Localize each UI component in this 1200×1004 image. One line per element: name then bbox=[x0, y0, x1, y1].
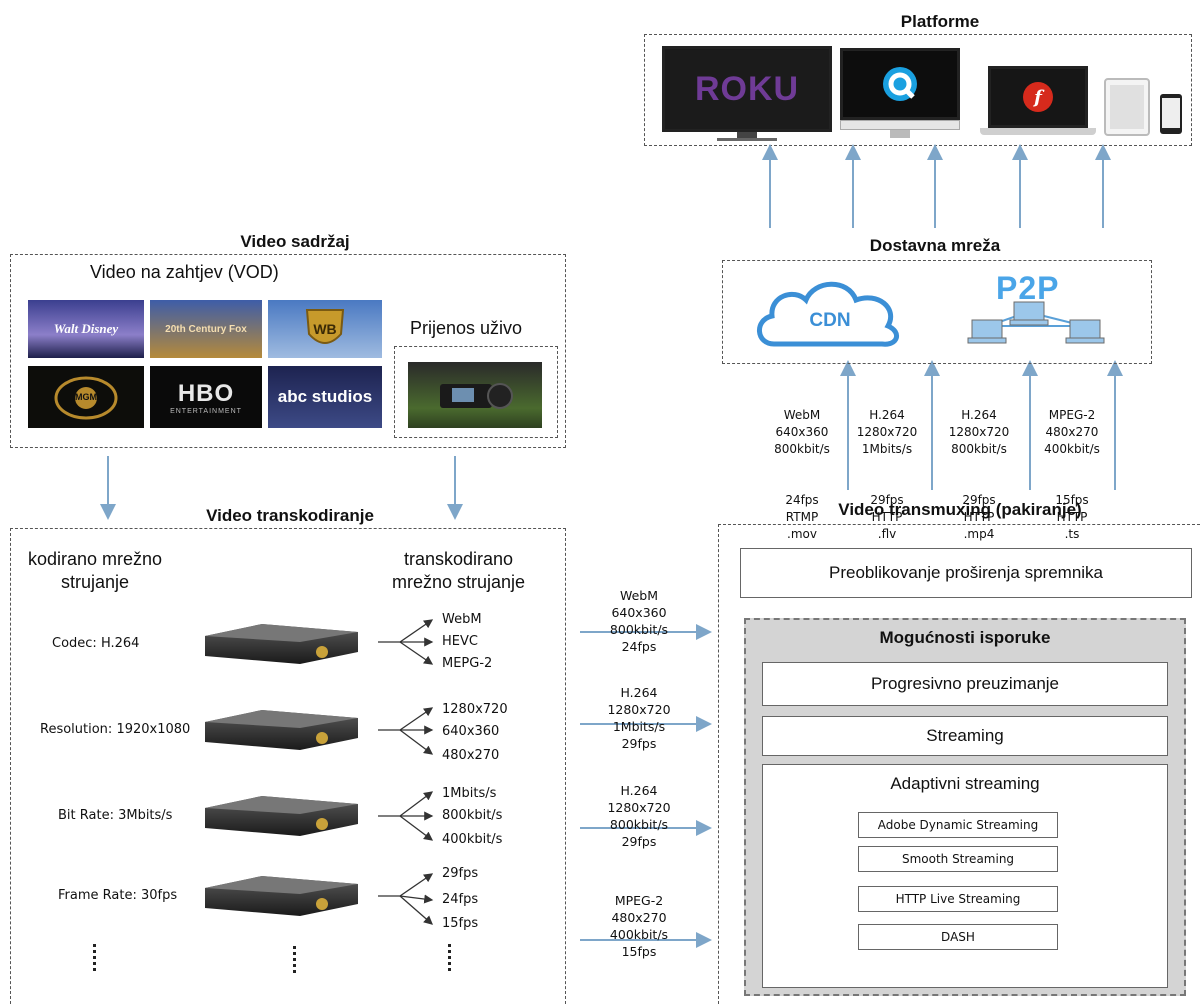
encoded-stream-header: kodirano mrežno strujanje bbox=[28, 549, 163, 592]
more-outputs-dots bbox=[448, 944, 452, 974]
adobe-dynamic-streaming-box: Adobe Dynamic Streaming bbox=[858, 812, 1058, 838]
platforms-title: Platforme bbox=[900, 12, 980, 31]
output-mpeg2: MEPG-2 bbox=[442, 656, 493, 671]
delivery-panel bbox=[722, 260, 1152, 364]
transmuxing-title: Video transmuxing (pakiranje) bbox=[838, 500, 1082, 519]
output-400kbit: 400kbit/s bbox=[442, 832, 503, 847]
transcode-param-codec: Codec: H.264 bbox=[52, 636, 140, 651]
live-panel bbox=[394, 346, 558, 438]
live-camera-thumbnail bbox=[408, 362, 542, 428]
output-1280x720: 1280x720 bbox=[442, 702, 508, 717]
live-label: Prijenos uživo bbox=[410, 318, 523, 338]
delivery-options-title: Mogućnosti isporuke bbox=[879, 628, 1051, 647]
more-servers-dots bbox=[293, 946, 297, 976]
server-unit bbox=[205, 624, 358, 664]
hbo-thumbnail: HBO ENTERTAINMENT bbox=[150, 366, 262, 428]
transcoding-panel bbox=[10, 528, 566, 1004]
progressive-download-box: Progresivno preuzimanje bbox=[762, 662, 1168, 706]
vod-label: Video na zahtjev (VOD) bbox=[90, 262, 279, 282]
output-480x270: 480x270 bbox=[442, 748, 500, 763]
output-hevc: HEVC bbox=[442, 634, 478, 649]
dash-box: DASH bbox=[858, 924, 1058, 950]
transcoded-stream-header: transkodirano mrežno strujanje bbox=[392, 549, 526, 592]
delivery-title: Dostavna mreža bbox=[869, 236, 1001, 255]
transmuxing-panel bbox=[718, 524, 1200, 1004]
adaptive-streaming-title: Adaptivni streaming bbox=[890, 774, 1040, 793]
output-webm: WebM bbox=[442, 612, 482, 627]
transcode-param-framerate: Frame Rate: 30fps bbox=[58, 888, 178, 903]
p2p-label: P2P bbox=[996, 270, 1060, 306]
output-800kbit: 800kbit/s bbox=[442, 808, 503, 823]
transcode-param-bitrate: Bit Rate: 3Mbits/s bbox=[58, 808, 173, 823]
output-1mbits: 1Mbits/s bbox=[442, 786, 497, 801]
adaptive-streaming-box bbox=[762, 764, 1168, 988]
phone-icon bbox=[1160, 94, 1182, 134]
smooth-streaming-box: Smooth Streaming bbox=[858, 846, 1058, 872]
cdn-label: CDN bbox=[809, 310, 851, 331]
roku-logo: ROKU bbox=[694, 69, 800, 108]
streaming-box: Streaming bbox=[762, 716, 1168, 756]
abc-studios-thumbnail: abc studios bbox=[268, 366, 382, 428]
transcoder-servers bbox=[205, 619, 434, 925]
mgm-thumbnail: MGM bbox=[28, 366, 144, 428]
platforms-panel bbox=[644, 34, 1192, 146]
output-640x360: 640x360 bbox=[442, 724, 500, 739]
wb-thumbnail: WB bbox=[268, 300, 382, 358]
roku-tv-icon: ROKU bbox=[662, 46, 832, 142]
output-24fps: 24fps bbox=[442, 892, 479, 907]
cdn-cloud-icon bbox=[757, 281, 899, 347]
more-params-dots bbox=[93, 944, 97, 974]
content-panel bbox=[10, 254, 566, 448]
quicktime-monitor-icon bbox=[840, 48, 960, 142]
disney-thumbnail: Walt Disney bbox=[28, 300, 144, 358]
http-live-streaming-box: HTTP Live Streaming bbox=[858, 886, 1058, 912]
container-reshaping-box: Preoblikovanje proširenja spremnika bbox=[740, 548, 1192, 598]
transcoding-title: Video transkodiranje bbox=[206, 506, 374, 525]
content-title: Video sadržaj bbox=[240, 232, 350, 251]
flash-laptop-icon: f bbox=[980, 66, 1096, 140]
fox-thumbnail: 20th Century Fox bbox=[150, 300, 262, 358]
output-29fps: 29fps bbox=[442, 866, 479, 881]
tablet-icon bbox=[1104, 78, 1150, 136]
output-15fps: 15fps bbox=[442, 916, 479, 931]
transcode-param-resolution: Resolution: 1920x1080 bbox=[40, 722, 191, 737]
p2p-network-icon bbox=[967, 301, 1105, 344]
